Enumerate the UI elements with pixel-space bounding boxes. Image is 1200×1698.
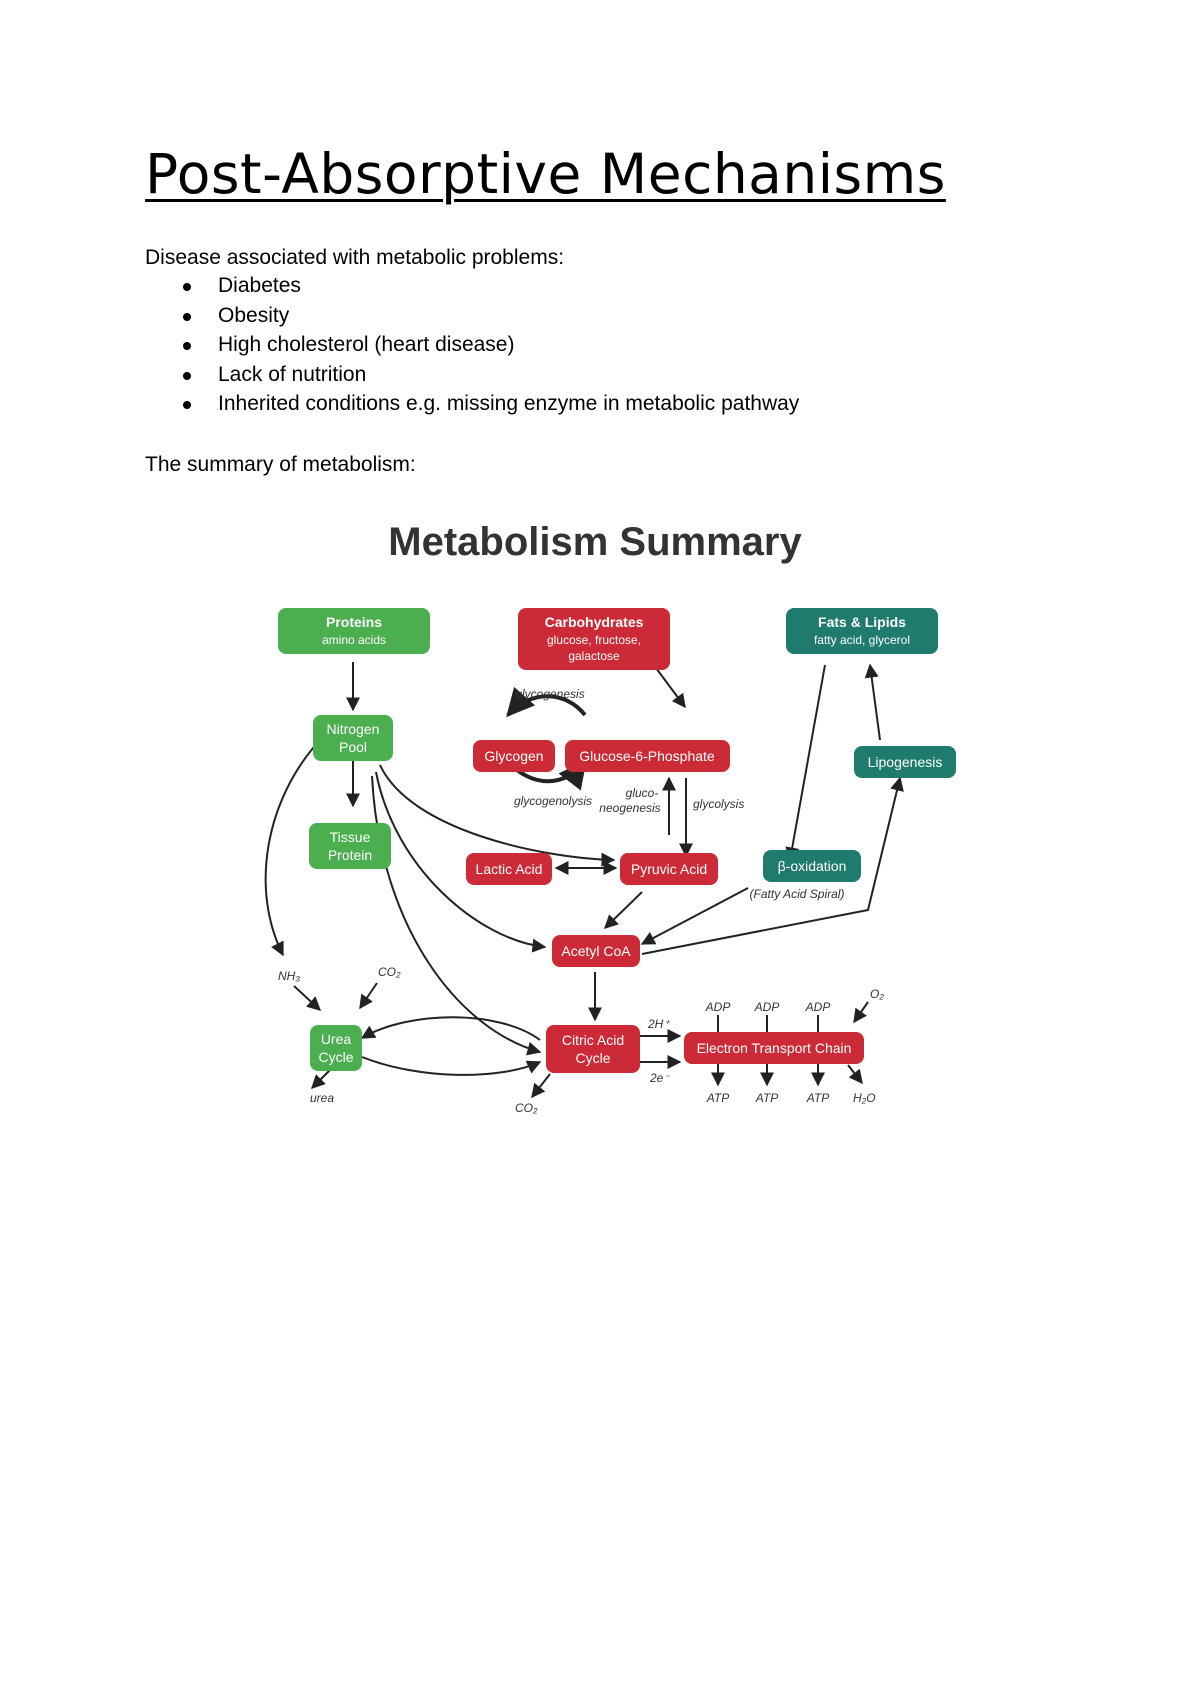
label-glycogenolysis: glycogenolysis: [514, 794, 592, 808]
svg-text:Pyruvic Acid: Pyruvic Acid: [631, 861, 707, 877]
list-item: Inherited conditions e.g. missing enzyme…: [145, 389, 799, 419]
label-h2o: H₂O: [853, 1091, 876, 1105]
svg-text:Carbohydrates: Carbohydrates: [545, 614, 644, 630]
svg-text:Acetyl CoA: Acetyl CoA: [561, 943, 631, 959]
label-glycolysis: glycolysis: [693, 797, 744, 811]
node-lactic-acid: Lactic Acid: [466, 853, 552, 885]
bullet-icon: [183, 401, 191, 409]
label-2e: 2e⁻: [649, 1071, 671, 1085]
label-glycogenesis: glycogenesis: [515, 687, 584, 701]
page-title: Post-Absorptive Mechanisms: [145, 142, 946, 206]
svg-text:galactose: galactose: [568, 649, 620, 663]
arrows: [264, 662, 904, 1099]
list-item: Diabetes: [145, 271, 799, 301]
diagram-title: Metabolism Summary: [388, 520, 802, 564]
svg-text:Nitrogen: Nitrogen: [327, 721, 380, 737]
label-atp: ATP: [706, 1091, 729, 1105]
label-co2-top: CO₂: [378, 965, 401, 979]
label-adp: ADP: [705, 1000, 731, 1014]
summary-label: The summary of metabolism:: [145, 453, 416, 476]
label-co2-bottom: CO₂: [515, 1101, 538, 1115]
metabolism-diagram: Metabolism Summary: [210, 510, 990, 1160]
svg-text:Glycogen: Glycogen: [484, 748, 543, 764]
node-urea-cycle: Urea Cycle: [310, 1025, 362, 1071]
node-fats-lipids: Fats & Lipids fatty acid, glycerol: [786, 608, 938, 654]
node-glucose-6-phosphate: Glucose-6-Phosphate: [565, 740, 730, 772]
node-acetyl-coa: Acetyl CoA: [552, 935, 640, 967]
svg-text:Glucose-6-Phosphate: Glucose-6-Phosphate: [579, 748, 715, 764]
label-urea: urea: [310, 1091, 334, 1105]
bullet-icon: [183, 371, 191, 380]
node-lipogenesis: Lipogenesis: [854, 746, 956, 778]
svg-text:amino acids: amino acids: [322, 633, 386, 647]
disease-list: Diabetes Obesity High cholesterol (heart…: [145, 271, 799, 419]
label-atp: ATP: [806, 1091, 829, 1105]
svg-text:Tissue: Tissue: [330, 829, 371, 845]
label-atp: ATP: [755, 1091, 778, 1105]
label-adp: ADP: [805, 1000, 831, 1014]
node-proteins: Proteins amino acids: [278, 608, 430, 654]
svg-text:Electron Transport Chain: Electron Transport Chain: [697, 1040, 852, 1056]
svg-text:Urea: Urea: [321, 1031, 352, 1047]
label-2h: 2H⁺: [647, 1017, 671, 1031]
svg-text:Cycle: Cycle: [318, 1049, 353, 1065]
list-item: Lack of nutrition: [145, 360, 799, 390]
node-carbohydrates: Carbohydrates glucose, fructose, galacto…: [518, 608, 670, 670]
label-o2: O₂: [870, 987, 884, 1001]
node-beta-oxidation: β-oxidation: [763, 850, 861, 882]
list-item: High cholesterol (heart disease): [145, 330, 799, 360]
svg-text:Lipogenesis: Lipogenesis: [868, 754, 943, 770]
node-tissue-protein: Tissue Protein: [309, 823, 391, 869]
svg-text:Citric Acid: Citric Acid: [562, 1032, 624, 1048]
svg-text:glucose, fructose,: glucose, fructose,: [547, 633, 641, 647]
node-electron-transport-chain: Electron Transport Chain: [684, 1032, 864, 1064]
svg-text:β-oxidation: β-oxidation: [778, 858, 847, 874]
svg-text:Protein: Protein: [328, 847, 372, 863]
label-neogenesis: neogenesis: [599, 801, 660, 815]
svg-text:Fats & Lipids: Fats & Lipids: [818, 614, 906, 630]
svg-text:Proteins: Proteins: [326, 614, 382, 630]
svg-text:Lactic Acid: Lactic Acid: [476, 861, 543, 877]
label-fatty-acid-spiral: (Fatty Acid Spiral): [750, 887, 845, 901]
node-citric-acid-cycle: Citric Acid Cycle: [546, 1025, 640, 1073]
bullet-icon: [183, 283, 191, 291]
label-adp: ADP: [754, 1000, 780, 1014]
intro-text: Disease associated with metabolic proble…: [145, 246, 565, 269]
node-nitrogen-pool: Nitrogen Pool: [313, 715, 393, 761]
label-gluco: gluco-: [626, 786, 659, 800]
svg-text:Pool: Pool: [339, 739, 367, 755]
bullet-icon: [183, 342, 191, 350]
node-pyruvic-acid: Pyruvic Acid: [620, 853, 718, 885]
bullet-icon: [183, 312, 191, 321]
list-item: Obesity: [145, 301, 799, 331]
svg-text:Cycle: Cycle: [575, 1050, 610, 1066]
node-glycogen: Glycogen: [473, 740, 555, 772]
svg-text:fatty acid, glycerol: fatty acid, glycerol: [814, 633, 910, 647]
label-nh3: NH₃: [278, 969, 300, 983]
